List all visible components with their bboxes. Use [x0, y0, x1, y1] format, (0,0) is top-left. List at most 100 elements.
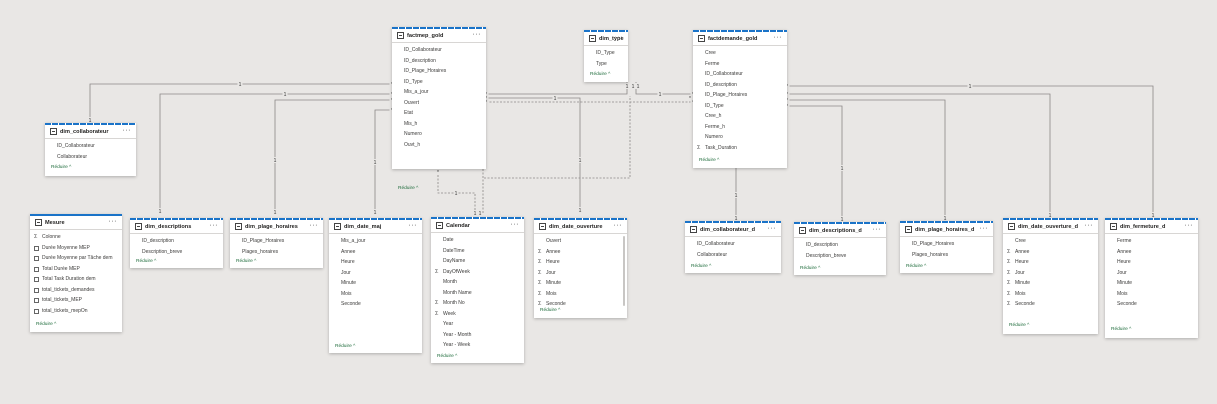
field-row[interactable]: Mis_a_jour: [329, 236, 422, 247]
more-options-icon[interactable]: ···: [979, 225, 988, 232]
field-row[interactable]: Ouvert: [534, 236, 627, 247]
more-options-icon[interactable]: ···: [408, 222, 417, 229]
more-options-icon[interactable]: ···: [209, 222, 218, 229]
collapse-link[interactable]: Réduire ^: [136, 259, 157, 264]
more-options-icon[interactable]: ···: [122, 127, 131, 134]
table-header[interactable]: dim_plage_horaires ···: [230, 220, 323, 234]
field-row[interactable]: Month: [431, 277, 524, 288]
collapse-link[interactable]: Réduire ^: [335, 344, 356, 349]
collapse-link[interactable]: Réduire ^: [1009, 323, 1030, 328]
more-options-icon[interactable]: ···: [767, 225, 776, 232]
more-options-icon[interactable]: ···: [108, 218, 117, 225]
field-row[interactable]: Year: [431, 319, 524, 330]
field-row[interactable]: Numero: [693, 132, 787, 143]
more-options-icon[interactable]: ···: [614, 34, 623, 41]
field-row[interactable]: Seconde: [329, 299, 422, 310]
table-header[interactable]: factdemande_gold ···: [693, 32, 787, 46]
field-row[interactable]: Collaborateur: [685, 250, 781, 261]
table-header[interactable]: dim_collaborateur ···: [45, 125, 136, 139]
field-row[interactable]: Month Name: [431, 288, 524, 299]
field-row[interactable]: total_tickets_mepOn: [30, 306, 122, 317]
field-row[interactable]: Ferme: [693, 59, 787, 70]
field-row[interactable]: Total Task Duration dem: [30, 274, 122, 285]
field-row[interactable]: ID_description: [794, 240, 886, 251]
table-header[interactable]: Mesure ···: [30, 216, 122, 230]
more-options-icon[interactable]: ···: [472, 31, 481, 38]
more-options-icon[interactable]: ···: [773, 34, 782, 41]
table-header[interactable]: factmep_gold ···: [392, 29, 486, 43]
field-row[interactable]: total_tickets_demandes: [30, 285, 122, 296]
field-row[interactable]: ID_Plage_Horaires: [230, 236, 323, 247]
field-row[interactable]: Heure: [329, 257, 422, 268]
field-row[interactable]: Heure: [1105, 257, 1198, 268]
field-row[interactable]: Jour: [1105, 268, 1198, 279]
field-row[interactable]: ID_Collaborateur: [45, 141, 136, 152]
field-row[interactable]: Cree_h: [693, 111, 787, 122]
field-row[interactable]: Seconde: [1105, 299, 1198, 310]
field-row[interactable]: ID_Type: [584, 48, 628, 59]
collapse-link[interactable]: Réduire ^: [699, 158, 720, 163]
field-row[interactable]: Annee: [1105, 247, 1198, 258]
field-row[interactable]: Mois: [329, 289, 422, 300]
more-options-icon[interactable]: ···: [309, 222, 318, 229]
table-header[interactable]: dim_date_ouverture ···: [534, 220, 627, 234]
collapse-link[interactable]: Réduire ^: [51, 165, 72, 170]
table-header[interactable]: dim_descriptions_d ···: [794, 224, 886, 238]
field-row[interactable]: Cree: [1003, 236, 1098, 247]
field-row[interactable]: ID_Collaborateur: [693, 69, 787, 80]
collapse-link[interactable]: Réduire ^: [36, 322, 57, 327]
field-row[interactable]: ID_description: [693, 80, 787, 91]
more-options-icon[interactable]: ···: [613, 222, 622, 229]
collapse-link[interactable]: Réduire ^: [398, 186, 419, 191]
table-dim-plage-horaires[interactable]: dim_plage_horaires ··· ID_Plage_Horaires…: [230, 218, 323, 268]
field-row[interactable]: ID_Plage_Horaires: [693, 90, 787, 101]
table-dim-plage-horaires-d[interactable]: dim_plage_horaires_d ··· ID_Plage_Horair…: [900, 221, 993, 273]
field-row[interactable]: ID_Plage_Horaires: [900, 239, 993, 250]
field-row[interactable]: Mois: [1105, 289, 1198, 300]
field-row[interactable]: ID_Plage_Horaires: [392, 66, 486, 77]
field-row[interactable]: Description_breve: [130, 247, 223, 258]
field-row[interactable]: Ouvt_h: [392, 140, 486, 151]
more-options-icon[interactable]: ···: [510, 221, 519, 228]
table-header[interactable]: dim_fermeture_d ···: [1105, 220, 1198, 234]
field-row[interactable]: Durée Moyenne MEP: [30, 243, 122, 254]
collapse-link[interactable]: Réduire ^: [906, 264, 927, 269]
collapse-link[interactable]: Réduire ^: [800, 266, 821, 271]
table-header[interactable]: dim_collaborateur_d ···: [685, 223, 781, 237]
field-row[interactable]: Date: [431, 235, 524, 246]
field-row[interactable]: Cree: [693, 48, 787, 59]
table-header[interactable]: dim_plage_horaires_d ···: [900, 223, 993, 237]
field-row[interactable]: ID_description: [130, 236, 223, 247]
field-row[interactable]: Type: [584, 59, 628, 70]
table-header[interactable]: dim_type ···: [584, 32, 628, 46]
field-row[interactable]: Annee: [329, 247, 422, 258]
collapse-link[interactable]: Réduire ^: [590, 72, 611, 77]
field-row[interactable]: Etat: [392, 108, 486, 119]
field-row[interactable]: Durée Moyenne par Tâche dem: [30, 253, 122, 264]
field-row[interactable]: Jour: [329, 268, 422, 279]
field-row[interactable]: total_tickets_MEP: [30, 295, 122, 306]
field-row[interactable]: Plages_horaires: [900, 250, 993, 261]
table-header[interactable]: dim_date_ouverture_d ···: [1003, 220, 1098, 234]
table-dim-collaborateur-d[interactable]: dim_collaborateur_d ··· ID_Collaborateur…: [685, 221, 781, 273]
table-header[interactable]: dim_date_maj ···: [329, 220, 422, 234]
field-row[interactable]: ID_Type: [392, 77, 486, 88]
